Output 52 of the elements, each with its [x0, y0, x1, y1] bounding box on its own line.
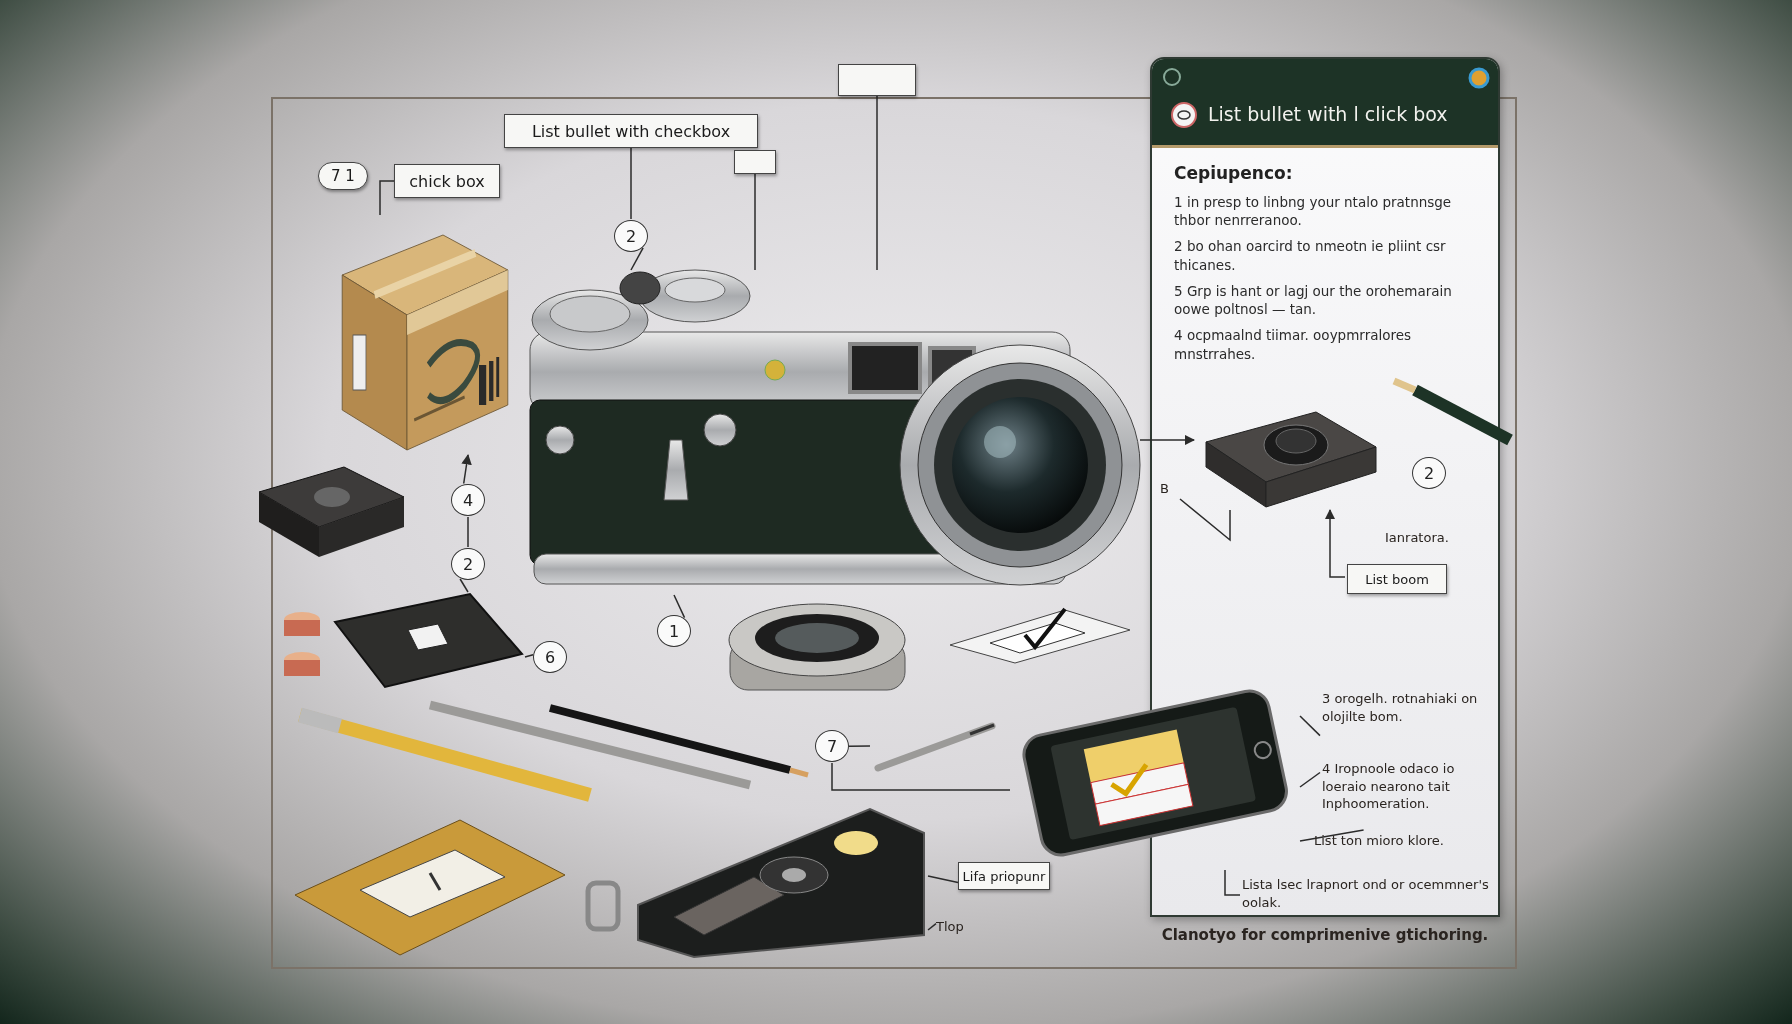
list-item: 5 Grp is hant or lagj our the orohemarain oowe poltnosl — tan.	[1174, 281, 1453, 319]
callout-number: 1	[657, 615, 691, 647]
leader-line	[831, 762, 1011, 791]
section-heading: Cepiupenco:	[1174, 163, 1294, 183]
annotation-text: B	[1160, 480, 1182, 504]
leader-line	[459, 578, 469, 593]
callout-number: 6	[533, 641, 567, 673]
window-title: List bullet with l click box	[1208, 103, 1448, 125]
leader-line	[1299, 715, 1321, 737]
leader-line	[524, 654, 534, 658]
arrow	[461, 453, 472, 485]
annotation-text: Lista lsec lrapnort ond or ocemmner's oolak.	[1242, 876, 1497, 914]
annotation-text: 4 Iropnoole odaco io loeraio nearono tait Inphoomeration.	[1322, 760, 1497, 818]
leader-line	[754, 173, 756, 271]
leader-line	[630, 247, 644, 271]
callout-number: 2	[1412, 457, 1446, 489]
leader-line	[630, 147, 632, 220]
annotation-text: 3 orogelh. rotnahiaki on olojilte bom.	[1322, 690, 1497, 746]
card-drawing	[330, 592, 525, 690]
leader-line	[927, 922, 937, 931]
blank-label-box	[838, 64, 916, 96]
leader-line	[876, 95, 878, 271]
annotation-text: List ton mioro klore.	[1314, 832, 1497, 854]
leader-line	[1224, 869, 1241, 896]
annotation-text: Ianratora.	[1385, 530, 1450, 545]
leader-line	[673, 594, 686, 619]
leader-line	[467, 516, 469, 548]
annotation-text: Tlop	[936, 918, 984, 942]
app-window	[1150, 57, 1500, 917]
leader-line	[1299, 771, 1321, 788]
list-item: 2 bo ohan oarcird to nmeotn ie pliint csr thicanes.	[1174, 237, 1447, 274]
list-item: 1 in presp to linbng your ntalo pratnnsge thbor nenrreranoo.	[1174, 193, 1453, 230]
callout-label: Lifa priopunr	[958, 862, 1050, 890]
leader-line	[1299, 829, 1365, 842]
arrow	[1139, 434, 1196, 446]
callout-label: chick box	[394, 164, 500, 198]
callout-label: List boom	[1347, 564, 1447, 594]
callout-label: List bullet with checkbox	[504, 114, 758, 148]
callout-number: 2	[451, 548, 485, 580]
leader-line	[1179, 498, 1231, 542]
callout-number: 2	[614, 220, 648, 252]
voice-recorder-drawing	[634, 805, 928, 960]
leader-line	[379, 180, 395, 216]
callout-number: 4	[451, 484, 485, 516]
leader-line	[848, 745, 871, 747]
caption: Clanotyo for comprimenive gtichoring.	[1160, 926, 1490, 944]
leader-line	[927, 875, 959, 884]
arrow	[1324, 508, 1346, 578]
blank-label-box	[734, 150, 776, 174]
list-item: 4 ocpmaalnd tiimar. ooypmrralores mnstrrahes.	[1174, 326, 1413, 363]
callout-number: 7	[815, 730, 849, 762]
callout-label: 7 1	[318, 162, 368, 190]
